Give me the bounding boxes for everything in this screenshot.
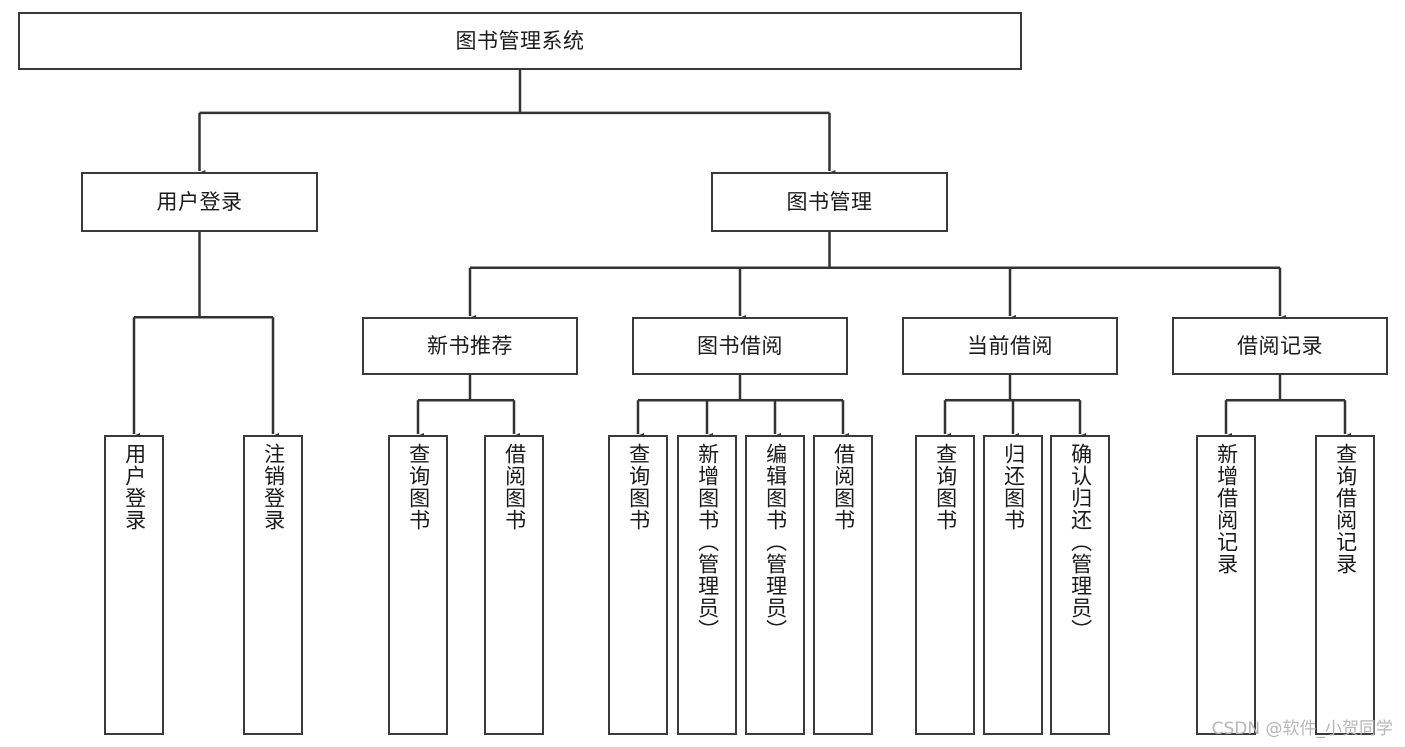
node-label: 查询借阅记录 bbox=[1333, 443, 1358, 575]
node-leaf-query-book-2[interactable]: 查询图书 bbox=[608, 435, 668, 735]
node-label: 借阅记录 bbox=[1237, 333, 1323, 358]
node-label: 新书推荐 bbox=[427, 333, 513, 358]
node-leaf-query-record[interactable]: 查询借阅记录 bbox=[1315, 435, 1375, 735]
node-borrow-record[interactable]: 借阅记录 bbox=[1172, 317, 1388, 375]
node-book-manage[interactable]: 图书管理 bbox=[711, 172, 948, 232]
node-label: 查询图书 bbox=[626, 443, 651, 531]
node-label: 图书管理系统 bbox=[455, 28, 585, 53]
node-leaf-add-record[interactable]: 新增借阅记录 bbox=[1196, 435, 1256, 735]
node-label: 注销登录 bbox=[261, 443, 286, 531]
node-label: 图书借阅 bbox=[697, 333, 783, 358]
node-leaf-return-book[interactable]: 归还图书 bbox=[983, 435, 1043, 735]
node-label: 查询图书 bbox=[406, 443, 431, 531]
node-label: 新增图书（管理员） bbox=[695, 443, 720, 641]
node-label: 查询图书 bbox=[933, 443, 958, 531]
node-leaf-edit-book[interactable]: 编辑图书（管理员） bbox=[745, 435, 805, 735]
node-label: 用户登录 bbox=[122, 443, 147, 531]
node-user-login[interactable]: 用户登录 bbox=[81, 172, 318, 232]
node-label: 用户登录 bbox=[156, 189, 243, 214]
node-leaf-borrow-book-2[interactable]: 借阅图书 bbox=[813, 435, 873, 735]
node-leaf-query-book-1[interactable]: 查询图书 bbox=[388, 435, 448, 735]
node-leaf-user-logout[interactable]: 注销登录 bbox=[243, 435, 303, 735]
node-root[interactable]: 图书管理系统 bbox=[18, 12, 1022, 70]
node-label: 图书管理 bbox=[786, 189, 873, 214]
node-label: 借阅图书 bbox=[502, 443, 527, 531]
node-leaf-add-book[interactable]: 新增图书（管理员） bbox=[677, 435, 737, 735]
node-current-borrow[interactable]: 当前借阅 bbox=[902, 317, 1118, 375]
node-leaf-user-login[interactable]: 用户登录 bbox=[104, 435, 164, 735]
node-label: 确认归还（管理员） bbox=[1068, 443, 1093, 641]
csdn-watermark: CSDN @软件_小贺同学 bbox=[1211, 719, 1393, 739]
node-book-borrow[interactable]: 图书借阅 bbox=[632, 317, 848, 375]
node-label: 编辑图书（管理员） bbox=[763, 443, 788, 641]
node-label: 当前借阅 bbox=[967, 333, 1053, 358]
node-label: 归还图书 bbox=[1001, 443, 1026, 531]
node-label: 新增借阅记录 bbox=[1214, 443, 1239, 575]
node-new-book-rec[interactable]: 新书推荐 bbox=[362, 317, 578, 375]
node-leaf-query-book-3[interactable]: 查询图书 bbox=[915, 435, 975, 735]
node-leaf-confirm-return[interactable]: 确认归还（管理员） bbox=[1050, 435, 1110, 735]
node-label: 借阅图书 bbox=[831, 443, 856, 531]
node-leaf-borrow-book-1[interactable]: 借阅图书 bbox=[484, 435, 544, 735]
